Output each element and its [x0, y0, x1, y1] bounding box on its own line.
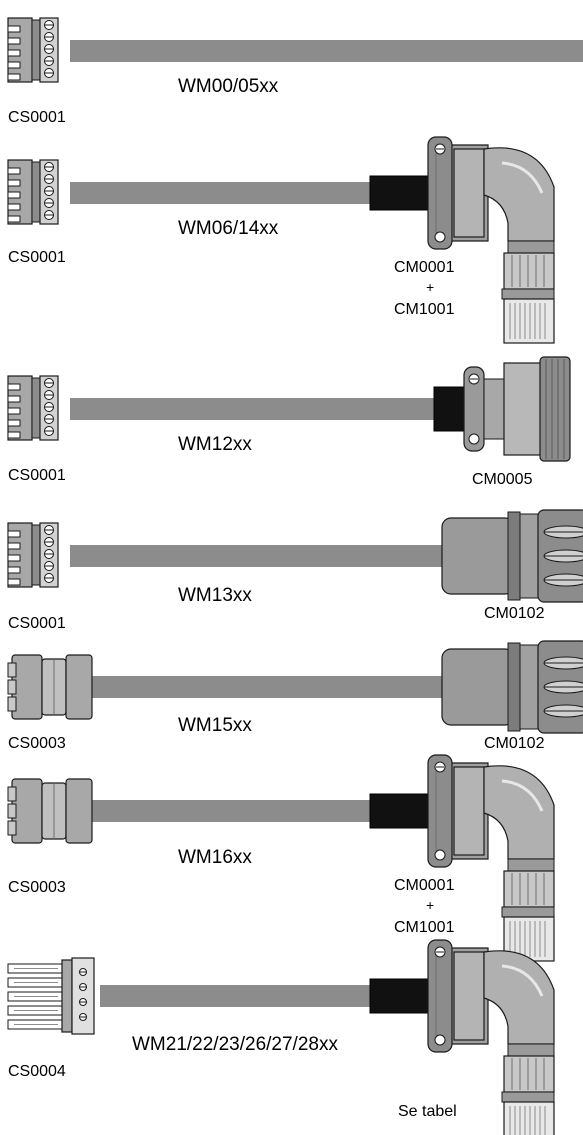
right-connector-label: CM0005	[472, 471, 533, 488]
right-connector-label: CM0001	[394, 259, 455, 276]
connector-cs0001-icon	[7, 17, 59, 83]
cable-label: WM06/14xx	[178, 218, 279, 239]
cable-wm13	[70, 545, 442, 567]
cable-label: WM00/05xx	[178, 76, 279, 97]
cable-wm16	[92, 800, 370, 822]
cable-wm00-05	[70, 40, 583, 62]
cable-wm15	[92, 676, 442, 698]
cable-row-wm21-28: WM21/22/23/26/27/28xx CS0004 Se tabel	[7, 938, 556, 1135]
connector-cs0003-icon	[7, 778, 93, 844]
left-connector-label: CS0001	[8, 109, 66, 126]
right-connector-label: CM1001	[394, 919, 455, 936]
cable-label: WM21/22/23/26/27/28xx	[132, 1034, 338, 1055]
right-connector-label: Se tabel	[398, 1103, 457, 1120]
cable-wm06-14	[70, 182, 370, 204]
left-connector-label: CS0001	[8, 467, 66, 484]
cable-label: WM15xx	[178, 715, 252, 736]
right-connector-label: CM0102	[484, 605, 545, 622]
connector-cs0001-icon	[7, 159, 59, 225]
cable-label: WM13xx	[178, 585, 252, 606]
left-connector-label: CS0004	[8, 1063, 66, 1080]
right-connector-label: CM0102	[484, 735, 545, 752]
cable-label: WM12xx	[178, 434, 252, 455]
right-connector-label: CM0001	[394, 877, 455, 894]
connector-cm0102-icon	[441, 509, 583, 603]
connector-cs0003-icon	[7, 654, 93, 720]
left-connector-label: CS0001	[8, 615, 66, 632]
cable-row-wm12: WM12xx CS0001 CM0005	[7, 356, 571, 488]
cable-row-wm16: WM16xx CS0003 CM0001 + CM1001	[7, 753, 556, 963]
connector-cm0005-icon	[433, 356, 571, 462]
cable-row-wm15: WM15xx CS0003 CM0102	[7, 640, 583, 752]
connector-cm0102-icon	[441, 640, 583, 734]
right-connector-plus: +	[426, 279, 434, 295]
right-connector-plus: +	[426, 897, 434, 913]
connector-cs0001-icon	[7, 522, 59, 588]
left-connector-label: CS0003	[8, 735, 66, 752]
cable-row-wm13: WM13xx CS0001 CM0102	[7, 509, 583, 632]
right-connector-label: CM1001	[394, 301, 455, 318]
cable-label: WM16xx	[178, 847, 252, 868]
left-connector-label: CS0003	[8, 879, 66, 896]
cable-row-wm00-05: WM00/05xx CS0001	[7, 17, 583, 126]
connector-cs0004-icon	[7, 957, 95, 1035]
cable-row-wm06-14: WM06/14xx CS0001 CM0001 + CM1001	[7, 135, 556, 345]
left-connector-label: CS0001	[8, 249, 66, 266]
connector-cs0001-icon	[7, 375, 59, 441]
cable-wm21-28-body	[100, 985, 370, 1007]
cable-wm12	[70, 398, 434, 420]
